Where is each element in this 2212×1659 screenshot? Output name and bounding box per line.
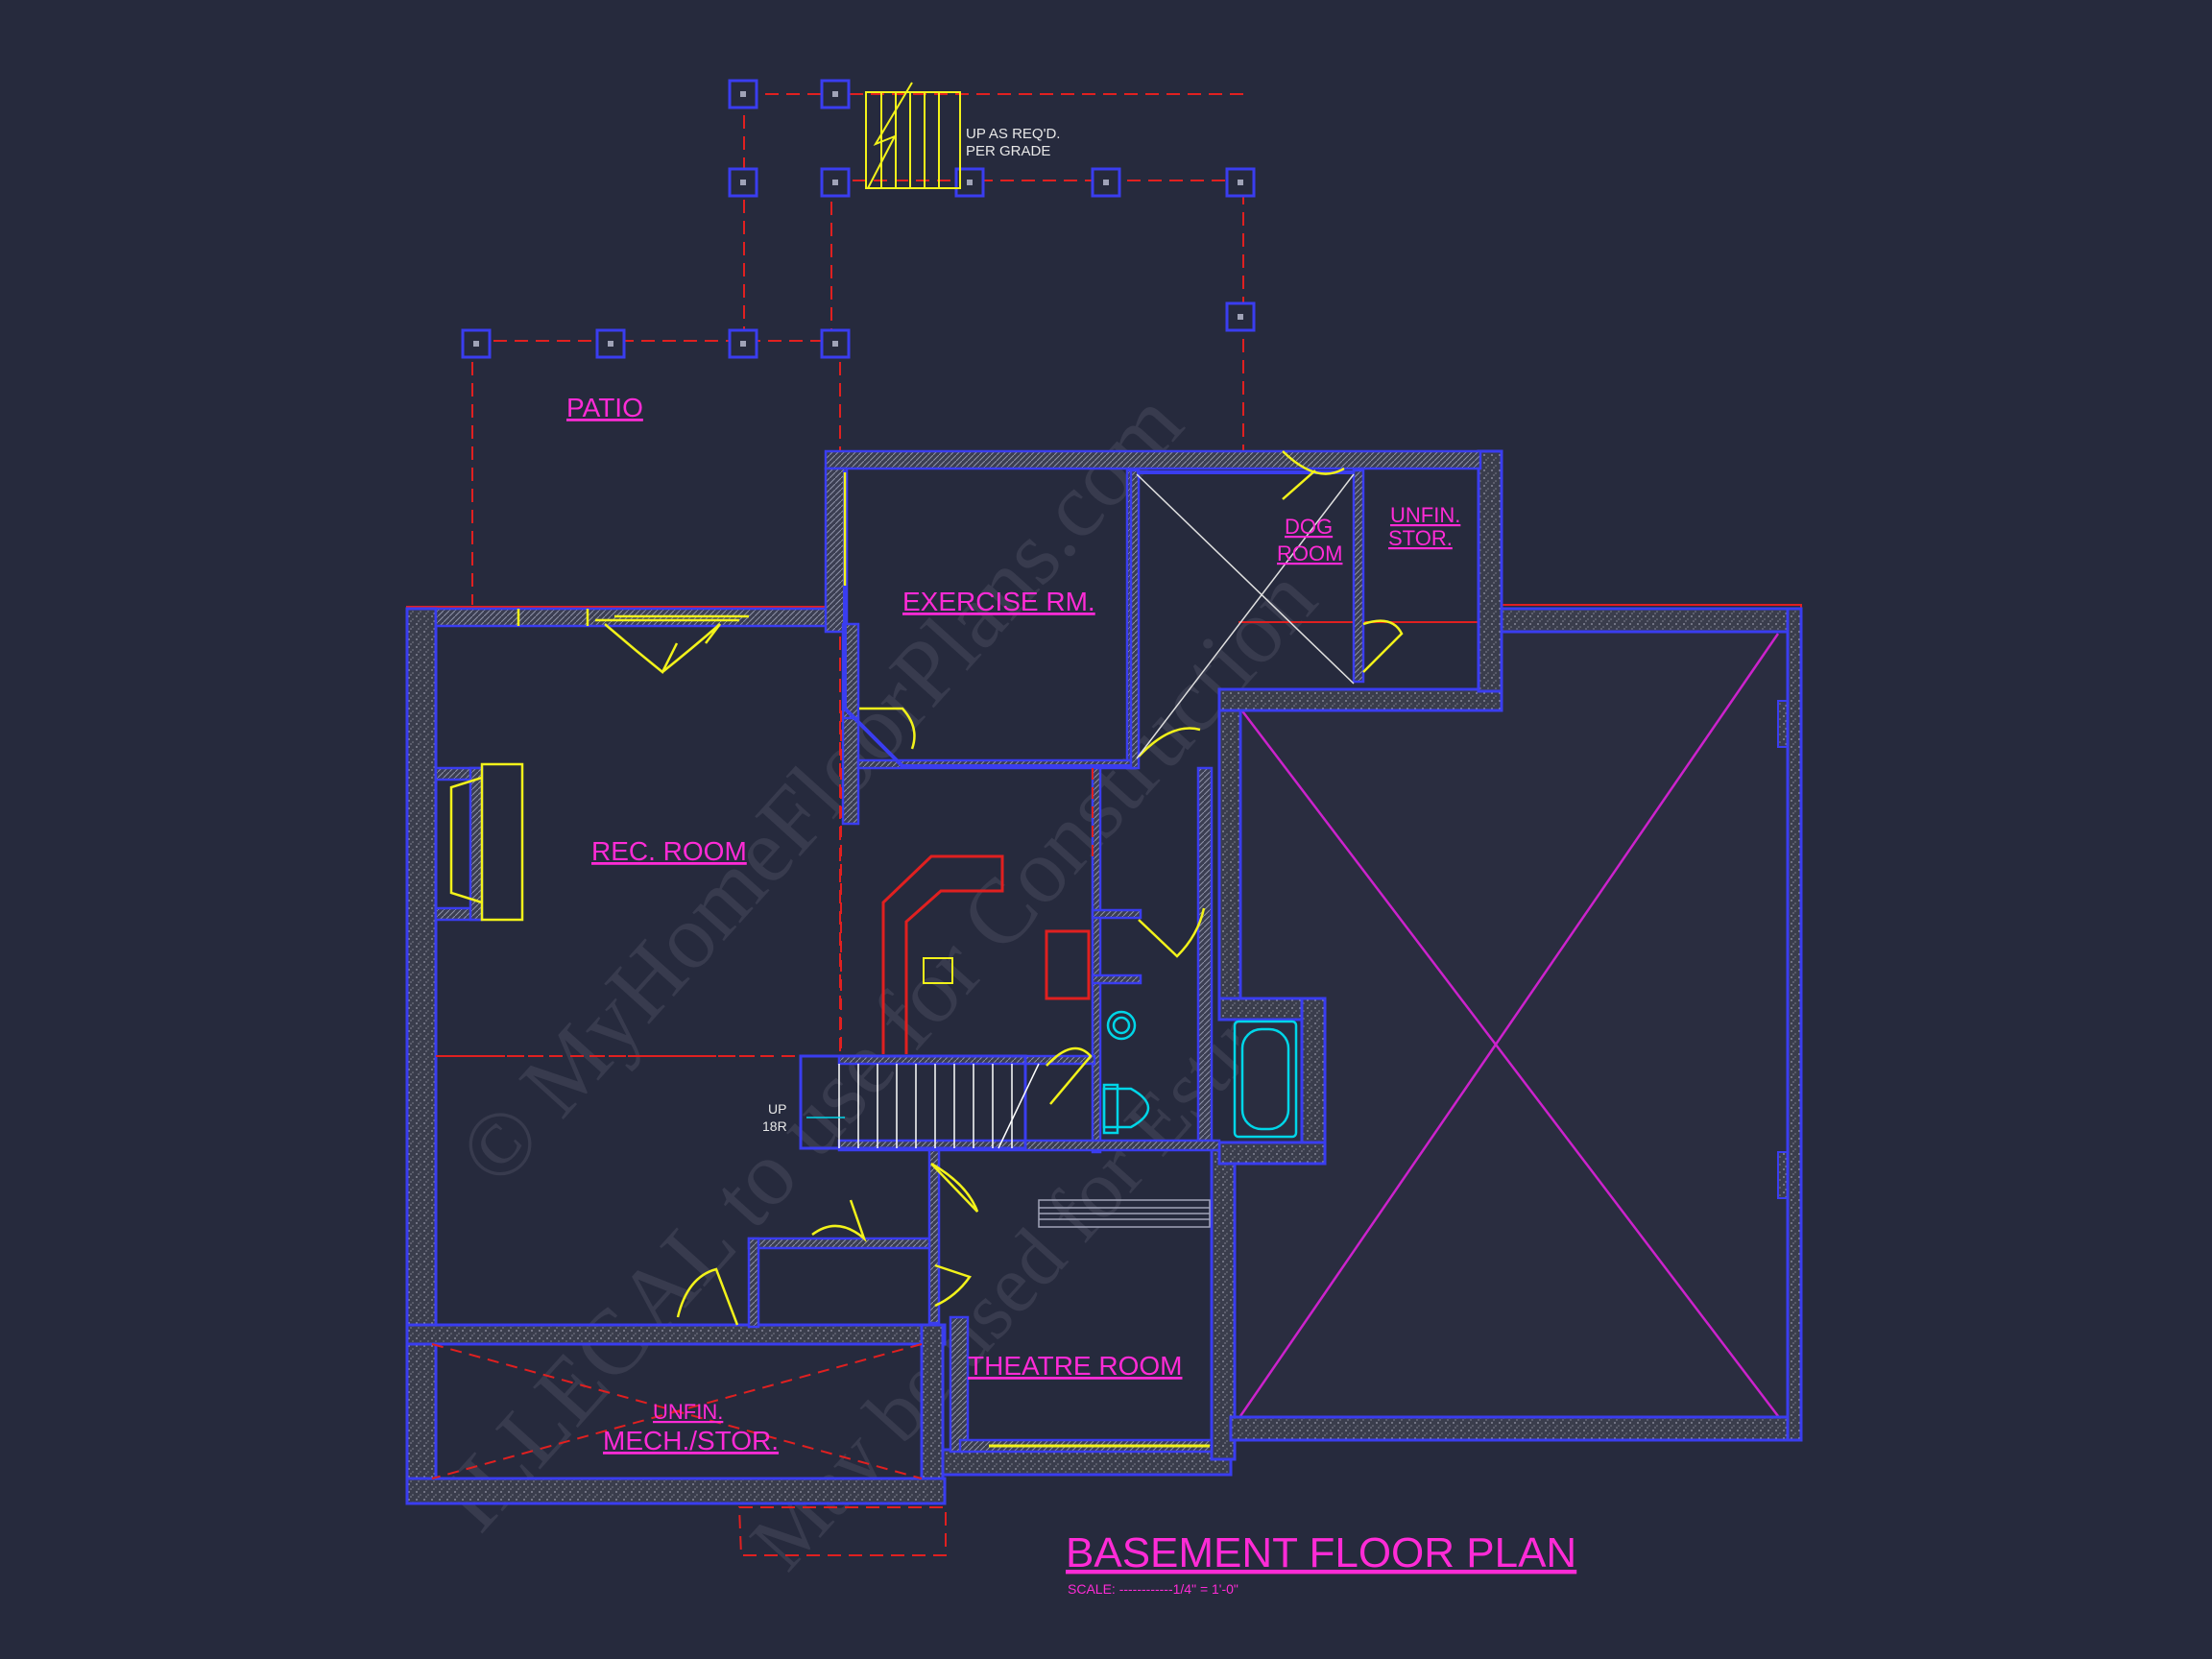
- label-patio: PATIO: [566, 393, 643, 422]
- patio-post-centers: [473, 91, 1243, 347]
- fireplace: [449, 762, 524, 922]
- theatre-riser: [1038, 1199, 1211, 1228]
- main-stair: [799, 1054, 1040, 1150]
- stair-up-label: UP: [768, 1101, 786, 1117]
- label-dog-room-1: DOG: [1285, 515, 1333, 539]
- bath-fixtures: [1102, 1010, 1298, 1139]
- label-rec-room: REC. ROOM: [591, 836, 747, 866]
- exterior-stair: [865, 82, 961, 189]
- bar-counter: [881, 854, 1091, 1054]
- patio-posts: [461, 79, 1256, 359]
- label-theatre-room: THEATRE ROOM: [968, 1351, 1182, 1381]
- bar-sink: [923, 957, 953, 984]
- dashed-lines: [436, 710, 1094, 1057]
- stair-note-line-2: PER GRADE: [966, 143, 1050, 159]
- doors: [517, 450, 1404, 1326]
- dog-room-x: [1136, 473, 1355, 759]
- stair-risers-label: 18R: [762, 1118, 787, 1134]
- label-mech-stor-1: UNFIN.: [653, 1400, 723, 1424]
- mech-stor-x: [431, 1343, 923, 1479]
- page-title: BASEMENT FLOOR PLAN: [1066, 1529, 1576, 1576]
- label-unfin-stor-1: UNFIN.: [1390, 503, 1460, 527]
- label-unfin-stor-2: STOR.: [1388, 526, 1453, 550]
- label-exercise-room: EXERCISE RM.: [902, 587, 1095, 616]
- concrete-walls: [405, 449, 1803, 1505]
- label-dog-room-2: ROOM: [1277, 541, 1342, 565]
- label-mech-stor-2: MECH./STOR.: [603, 1426, 779, 1455]
- stair-note-line-1: UP AS REQ'D.: [966, 126, 1060, 142]
- scale-note: SCALE: ------------1/4" = 1'-0": [1068, 1581, 1238, 1597]
